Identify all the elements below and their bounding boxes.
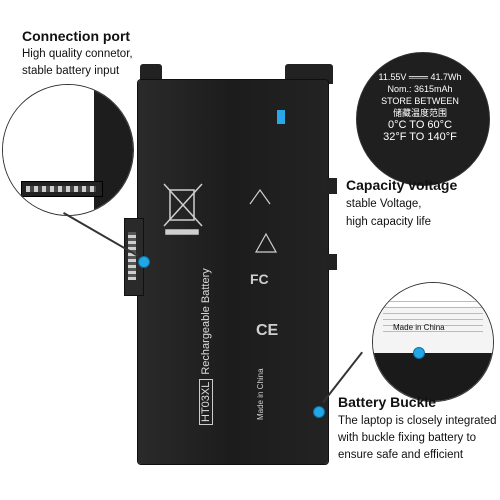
weee-bin-icon: [163, 183, 203, 235]
battery-buckle-line-2: with buckle fixing battery to: [338, 432, 477, 444]
battery-buckle-line-3: ensure safe and efficient: [338, 449, 464, 461]
buckle-zoom-dot: [413, 347, 425, 359]
battery-right-tab-lower: [325, 254, 337, 270]
spec-zoom-circle: 11.55V ═══ 41.7Wh Nom.: 3615mAh STORE BE…: [356, 52, 490, 186]
battery-made-in-china: Made in China: [256, 368, 265, 420]
buckle-zoom-circle: Made in China: [372, 282, 494, 402]
model-number: HT03XL: [199, 378, 213, 425]
battery-right-tab: [325, 178, 337, 194]
battery-blue-sticker: [277, 110, 285, 124]
spec-capacity: Nom.: 3615mAh: [387, 84, 453, 94]
spec-store-between: STORE BETWEEN: [381, 96, 459, 106]
battery-buckle-line-1: The laptop is closely integrated: [338, 415, 497, 427]
connector-zoom-circle: [2, 84, 134, 216]
connection-port-line-1: High quality connetor,: [22, 48, 133, 60]
spec-temp-c: 0°C TO 60°C: [387, 119, 453, 131]
capacity-voltage-line-2: high capacity life: [346, 216, 432, 228]
battery-body: [138, 80, 328, 464]
connector-pins: [128, 232, 136, 280]
spec-temp-f: 32°F TO 140°F: [383, 131, 457, 143]
warning-icon: [254, 232, 278, 253]
spec-voltage: 11.55V ═══ 41.7Wh: [378, 72, 462, 82]
fc-mark-icon: FC: [250, 271, 269, 287]
ce-mark-icon: CE: [256, 322, 279, 339]
made-in-china-zoom: Made in China: [393, 323, 445, 332]
buckle-pointer-dot: [313, 406, 325, 418]
connector-zoom-pins: [21, 181, 103, 197]
connection-port-title: Connection port: [22, 28, 131, 44]
spec-store-chinese: 储藏温度范围: [392, 108, 447, 118]
battery-top-notch: [285, 64, 333, 84]
connection-port-line-2: stable battery input: [22, 65, 120, 77]
connector-pointer-dot: [138, 256, 150, 268]
battery-symbols: FC CE: [163, 183, 279, 339]
recycle-icon: [249, 188, 271, 205]
battery-buckle-title: Battery Buckle: [338, 394, 437, 410]
capacity-voltage-line-1: stable Voltage,: [346, 198, 422, 210]
capacity-voltage-title: Capacity voltage: [346, 177, 458, 193]
